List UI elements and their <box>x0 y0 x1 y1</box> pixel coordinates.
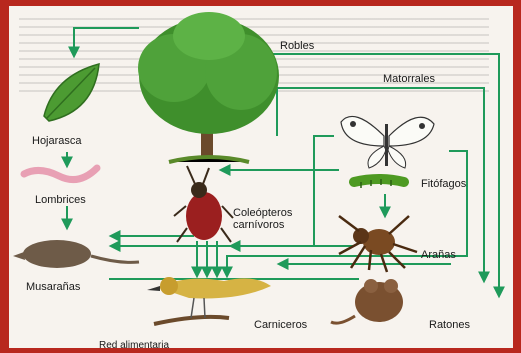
label-matorrales: Matorrales <box>383 73 435 85</box>
label-fitofagos: Fitófagos <box>421 178 466 190</box>
label-robles: Robles <box>280 40 314 52</box>
arrow-robles-hojarasca <box>74 28 139 56</box>
label-ratones: Ratones <box>429 319 470 331</box>
leaf-icon <box>44 64 99 121</box>
food-web-diagram: Robles Matorrales Hojarasca Lombrices Mu… <box>9 6 513 348</box>
mouse-icon <box>331 279 403 323</box>
label-musaranas: Musarañas <box>26 281 80 293</box>
oak-tree-icon <box>138 12 279 162</box>
label-lombrices: Lombrices <box>35 194 86 206</box>
diagram-canvas <box>9 6 513 348</box>
label-carniceros: Carniceros <box>254 319 307 331</box>
label-aranas: Arañas <box>421 249 456 261</box>
worm-icon <box>24 168 97 180</box>
label-coleopteros: Coleópteros carnívoros <box>233 207 303 231</box>
caterpillar-icon <box>354 179 404 188</box>
caption: Red alimentaria <box>99 340 169 348</box>
bird-icon <box>147 277 271 324</box>
butterfly-icon <box>341 116 434 168</box>
shrew-icon <box>13 240 139 268</box>
beetle-icon <box>174 166 233 242</box>
label-hojarasca: Hojarasca <box>32 135 82 147</box>
